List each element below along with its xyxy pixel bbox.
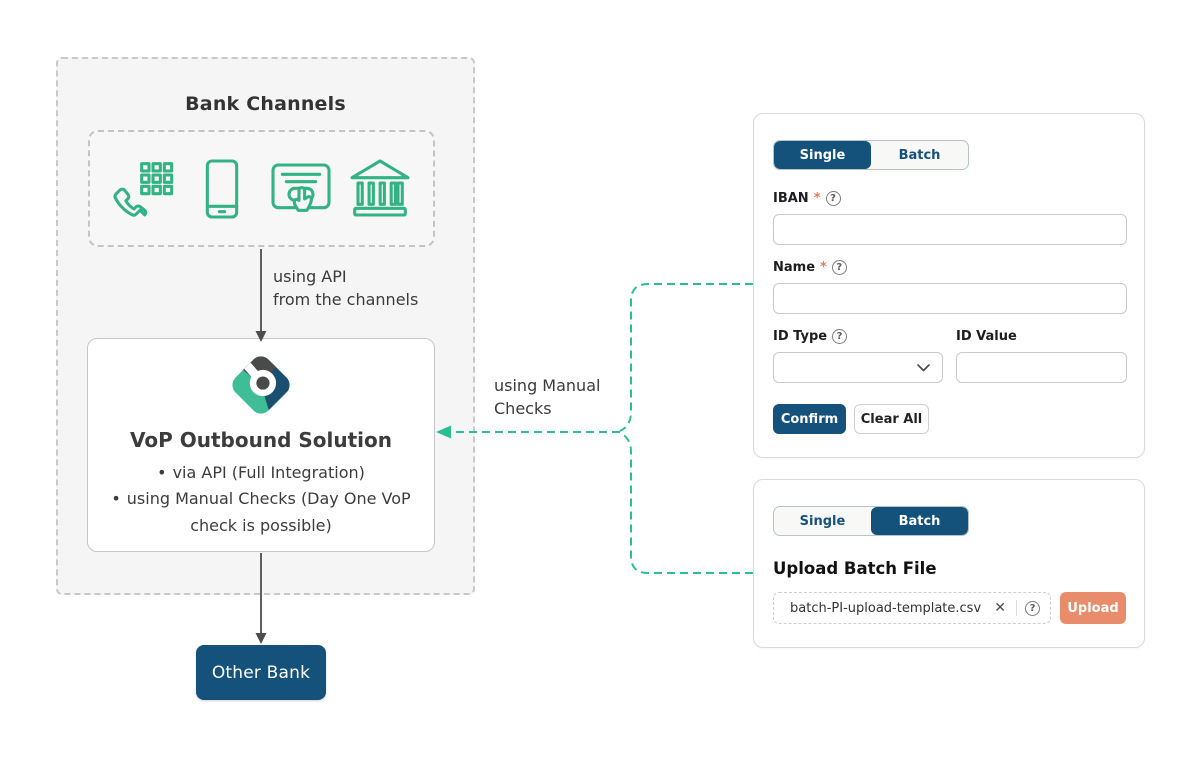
vop-diamond-b-logo bbox=[228, 352, 294, 418]
name-label: Name * ? bbox=[773, 260, 847, 275]
tab-single[interactable]: Single bbox=[774, 141, 871, 169]
batch-file-name: batch-PI-upload-template.csv bbox=[790, 600, 982, 616]
vop-outbound-solution-card: VoP Outbound Solution •via API (Full Int… bbox=[87, 338, 435, 552]
channel-icons-box bbox=[88, 130, 435, 247]
tab-batch[interactable]: Batch bbox=[898, 147, 941, 163]
vop-bullet: •using Manual Checks (Day One VoP check … bbox=[111, 489, 411, 535]
iban-help-icon[interactable]: ? bbox=[825, 191, 841, 206]
smartphone-icon bbox=[205, 158, 239, 219]
id-type-help-icon[interactable]: ? bbox=[832, 329, 848, 344]
required-marker: * bbox=[813, 191, 821, 206]
vop-bullet-list: •via API (Full Integration) •using Manua… bbox=[88, 460, 434, 539]
bank-building-icon bbox=[350, 158, 410, 217]
phone-keypad-icon bbox=[113, 161, 174, 217]
batch-file-field[interactable]: batch-PI-upload-template.csv ✕ ? bbox=[773, 592, 1051, 624]
chevron-down-icon bbox=[917, 363, 930, 371]
bank-channels-title: Bank Channels bbox=[185, 93, 346, 115]
clear-file-icon[interactable]: ✕ bbox=[994, 600, 1006, 616]
name-help-icon[interactable]: ? bbox=[831, 260, 847, 275]
iban-input[interactable] bbox=[773, 214, 1127, 245]
id-type-label: ID Type ? bbox=[773, 329, 848, 344]
iban-label: IBAN * ? bbox=[773, 191, 841, 206]
field-divider bbox=[1016, 600, 1017, 616]
batch-upload-panel: Single Batch Upload Batch File batch-PI-… bbox=[753, 479, 1145, 648]
tab-single[interactable]: Single bbox=[799, 513, 846, 529]
online-banking-icon bbox=[271, 162, 331, 212]
vop-title: VoP Outbound Solution bbox=[130, 428, 392, 452]
vop-bullet: •via API (Full Integration) bbox=[157, 463, 365, 482]
batch-panel-tab-group: Single Batch bbox=[773, 506, 969, 536]
other-bank-node: Other Bank bbox=[196, 645, 326, 700]
upload-button[interactable]: Upload bbox=[1060, 592, 1126, 624]
using-manual-checks-label: using Manual Checks bbox=[494, 376, 601, 419]
upload-batch-file-heading: Upload Batch File bbox=[773, 559, 937, 578]
using-api-label: using API from the channels bbox=[273, 267, 419, 310]
confirm-button[interactable]: Confirm bbox=[773, 404, 846, 434]
clear-all-button[interactable]: Clear All bbox=[854, 404, 929, 434]
name-input[interactable] bbox=[773, 283, 1127, 314]
single-check-panel: Single Batch IBAN * ? Name * ? ID Type ?… bbox=[753, 113, 1145, 458]
required-marker: * bbox=[820, 260, 827, 275]
id-value-label: ID Value bbox=[956, 329, 1017, 344]
id-value-input[interactable] bbox=[956, 352, 1127, 383]
id-type-select[interactable] bbox=[773, 352, 943, 383]
single-panel-tab-group: Single Batch bbox=[773, 140, 969, 170]
tab-batch[interactable]: Batch bbox=[871, 507, 968, 535]
batch-file-help-icon[interactable]: ? bbox=[1025, 600, 1040, 616]
